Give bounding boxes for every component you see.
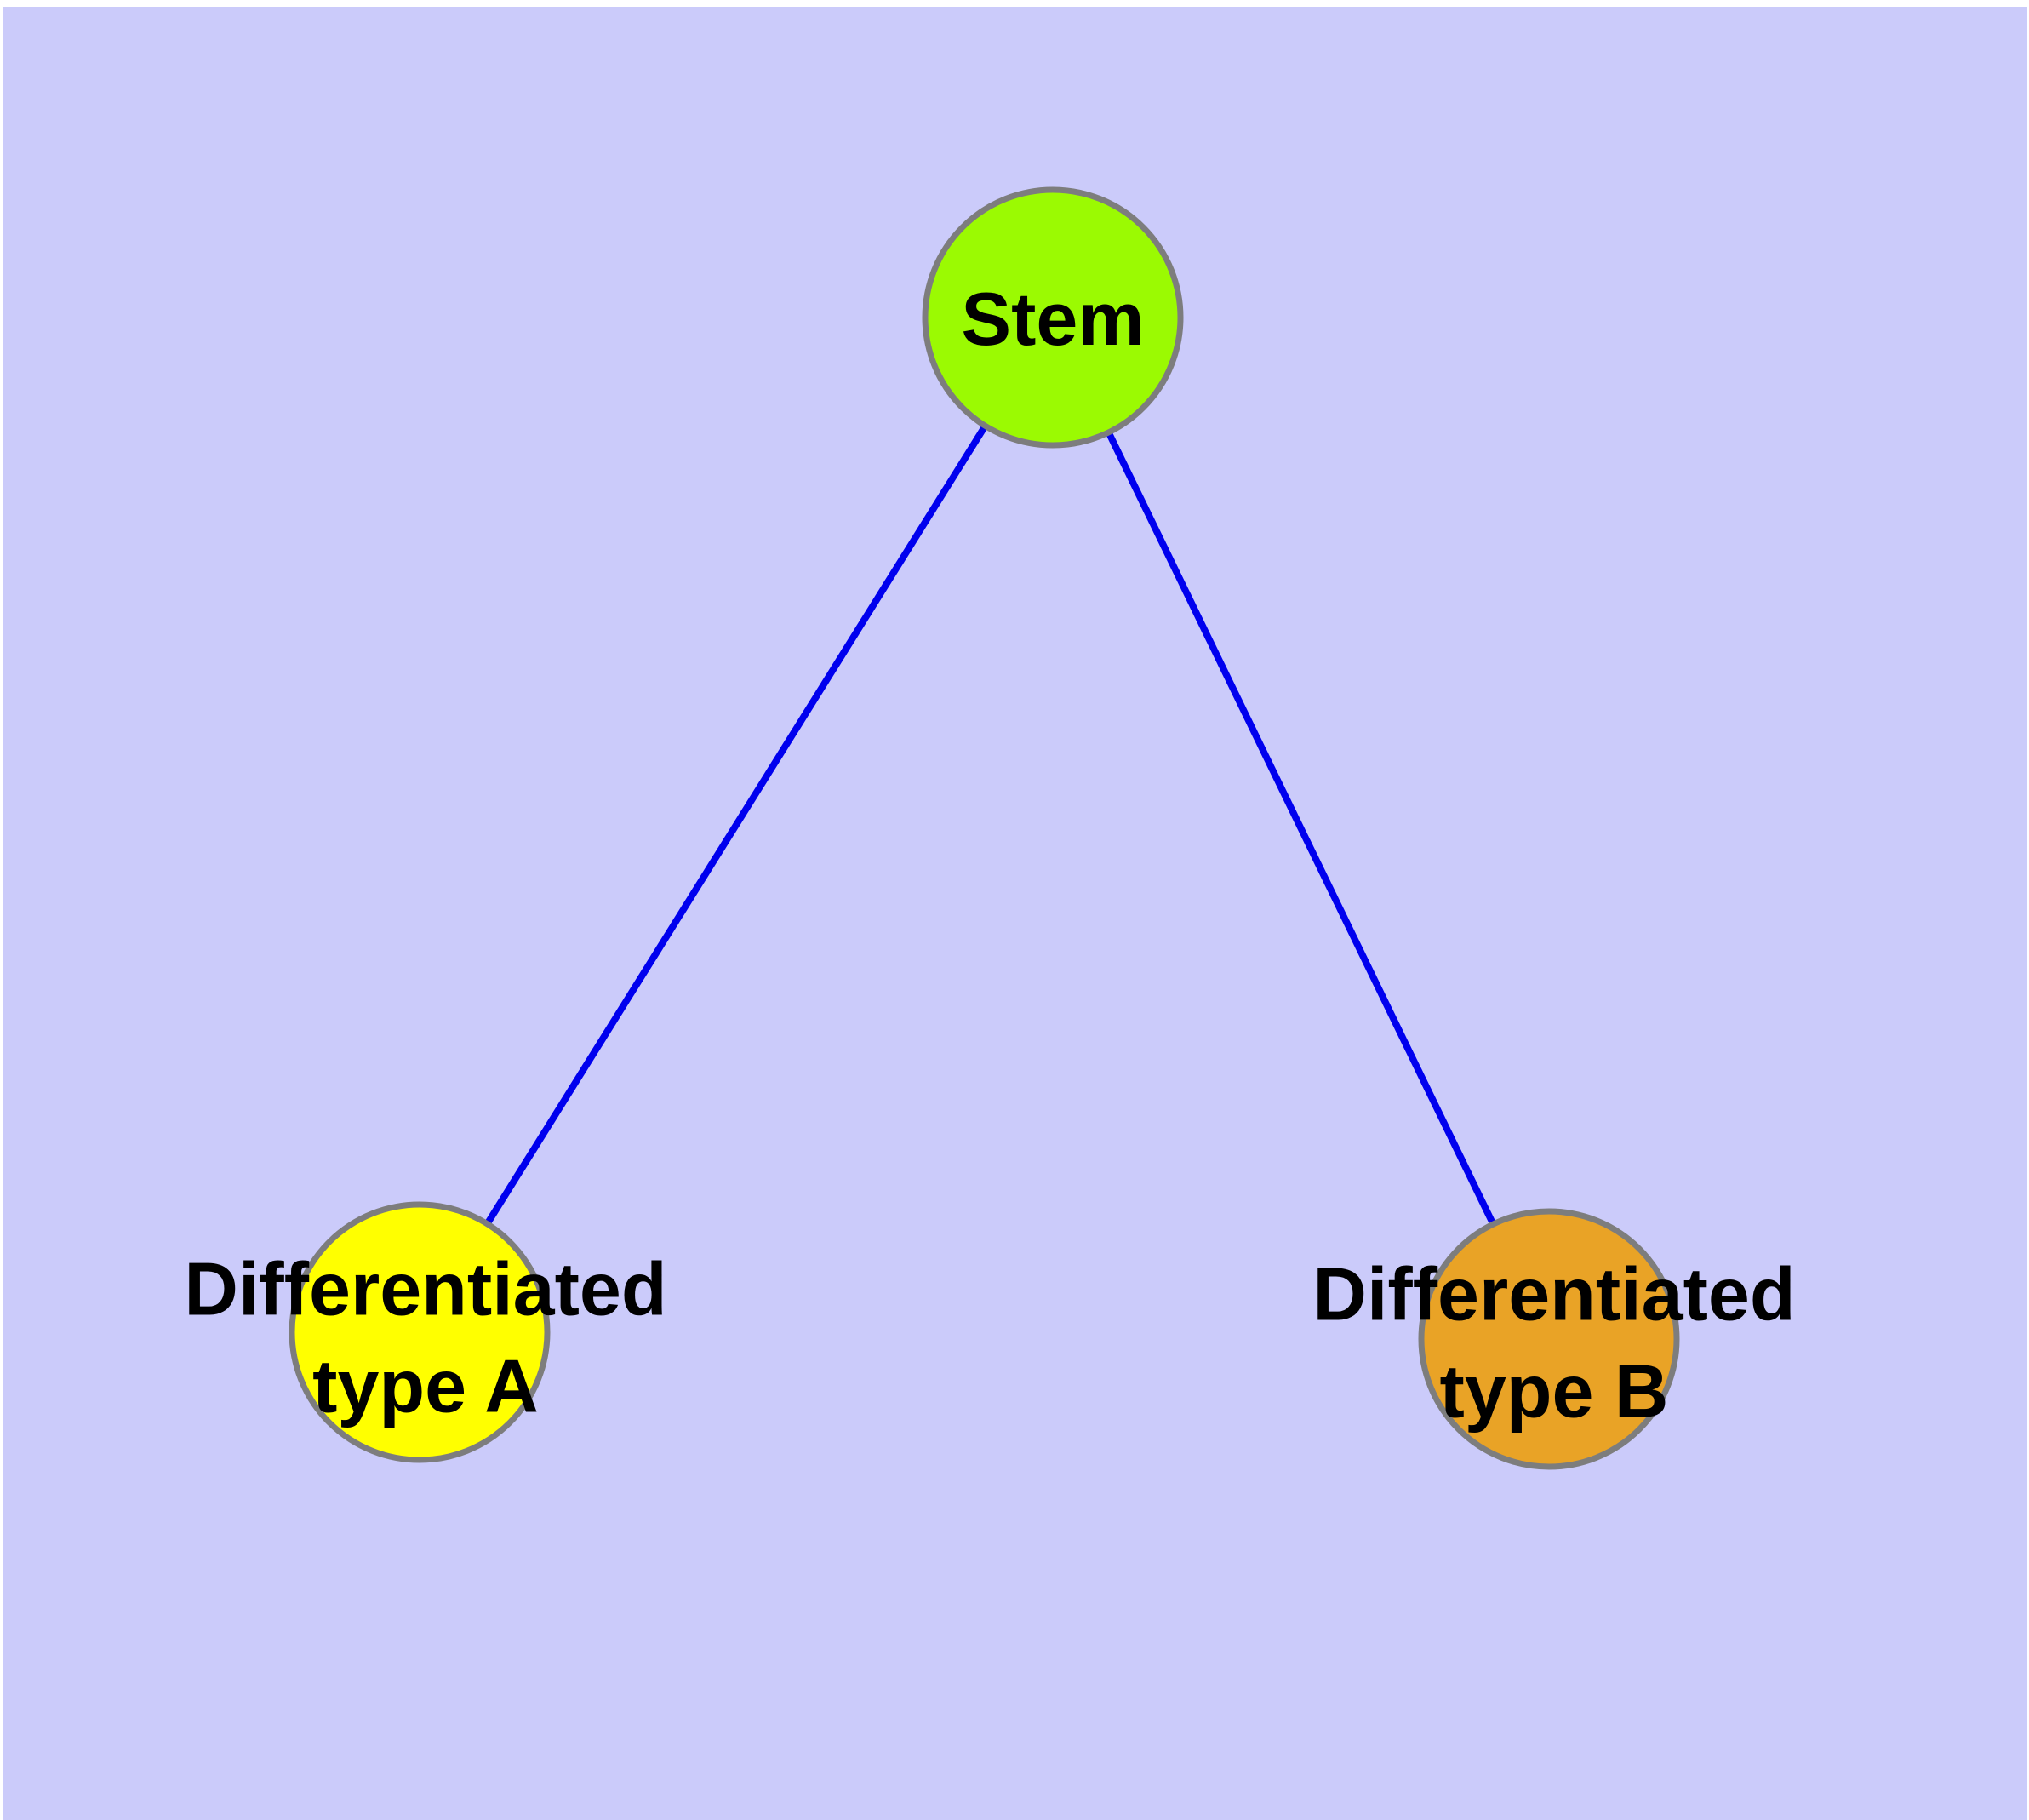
node-type-b-label: Differentiated type B xyxy=(1312,1251,1796,1434)
node-type-b-circle xyxy=(1418,1208,1680,1470)
node-type-a-label: Differentiated type A xyxy=(184,1246,667,1428)
node-stem-circle xyxy=(922,186,1184,449)
edge-stem-to-type-a xyxy=(416,315,1056,1335)
edge-stem-to-type-b xyxy=(1049,316,1552,1341)
node-type-a-circle xyxy=(289,1201,551,1463)
node-stem-label: Stem xyxy=(961,276,1145,361)
